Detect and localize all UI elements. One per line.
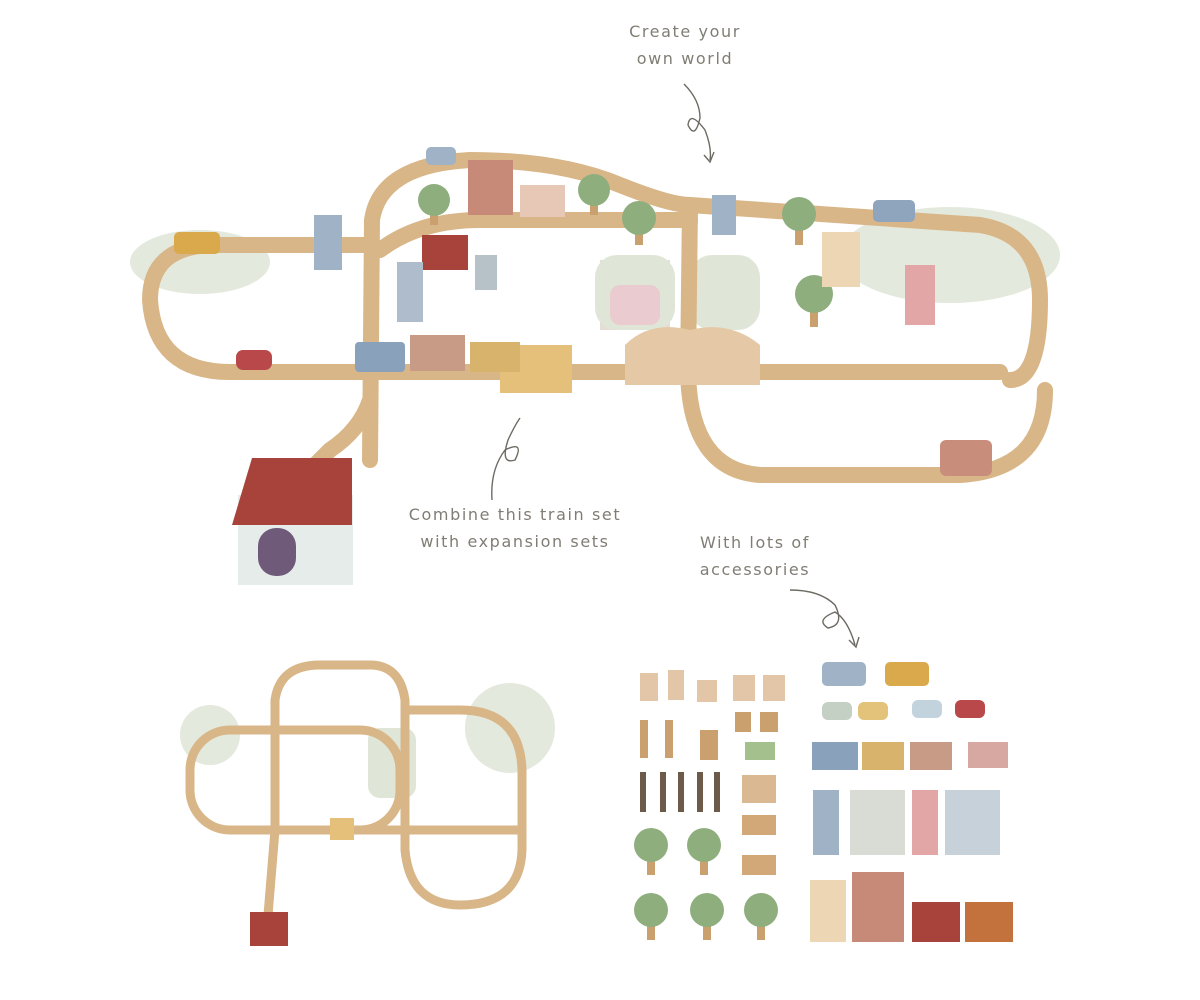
caption-line: accessories xyxy=(699,560,811,579)
caption-create-world: Create your own world xyxy=(600,18,770,72)
caption-line: Combine this train set xyxy=(408,505,622,524)
layout-diagram xyxy=(180,660,555,946)
caption-line: with expansion sets xyxy=(420,532,610,551)
buildings xyxy=(174,147,992,476)
accessories-grid xyxy=(634,662,1013,942)
bridge xyxy=(625,327,760,385)
trees xyxy=(418,174,833,327)
arrows xyxy=(491,83,860,649)
caption-line: With lots of xyxy=(700,533,810,552)
caption-combine: Combine this train set with expansion se… xyxy=(380,501,650,555)
station-house xyxy=(232,458,353,585)
caption-accessories: With lots of accessories xyxy=(680,529,830,583)
caption-line: own world xyxy=(636,49,734,68)
caption-line: Create your xyxy=(629,22,741,41)
